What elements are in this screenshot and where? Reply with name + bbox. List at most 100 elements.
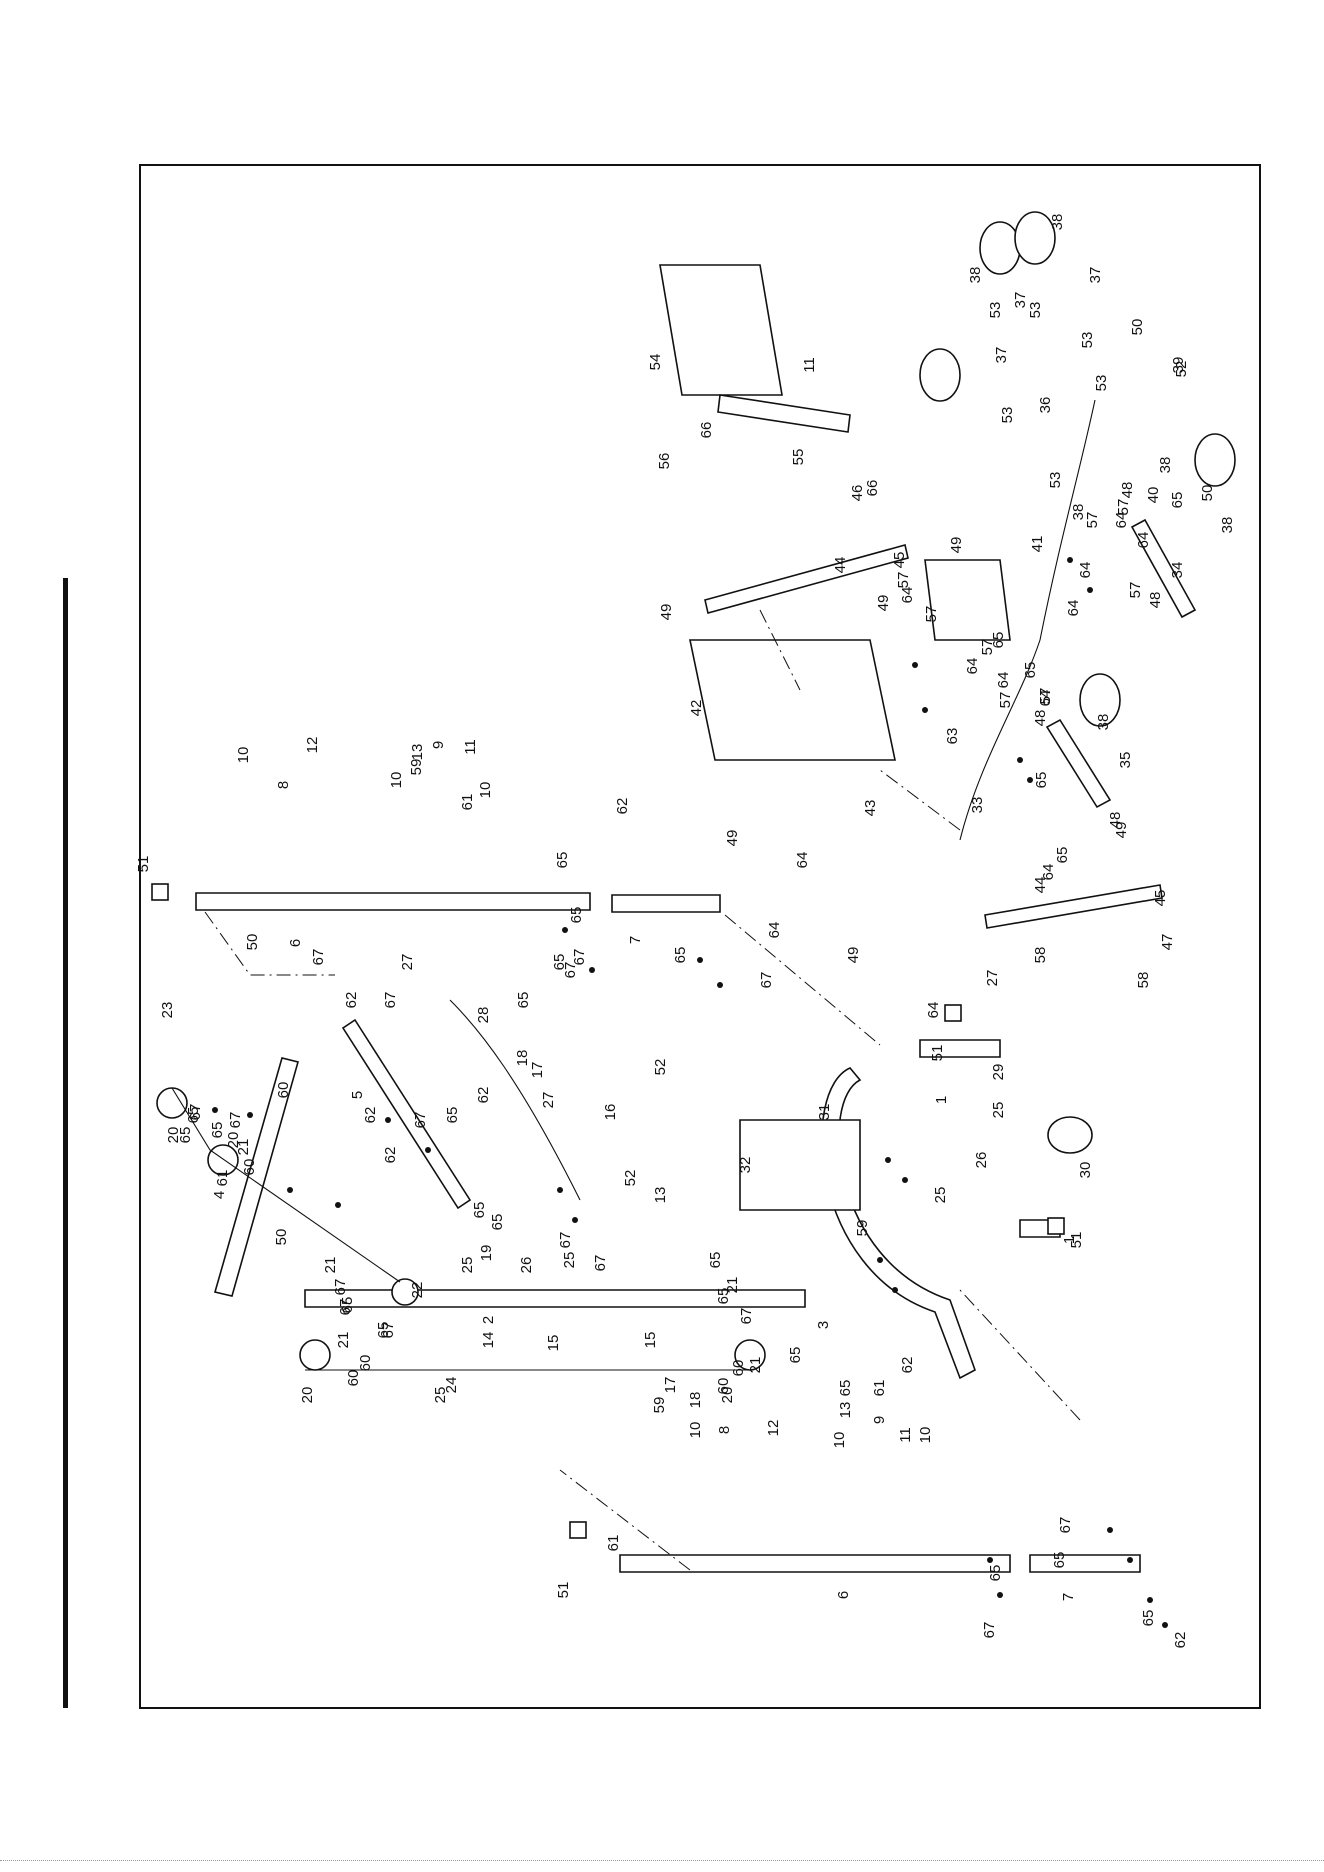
callout-64: 64 [1113, 512, 1130, 529]
callout-61: 61 [214, 1170, 231, 1187]
callout-62: 62 [362, 1107, 379, 1124]
callout-67: 67 [557, 1232, 574, 1249]
callout-25: 25 [432, 1387, 449, 1404]
callout-64: 64 [1135, 532, 1152, 549]
post-55 [717, 394, 851, 433]
callout-32: 32 [737, 1157, 754, 1174]
callout-55: 55 [790, 449, 807, 466]
callout-50: 50 [1129, 319, 1146, 336]
roller-38-c [919, 348, 961, 402]
callout-43: 43 [862, 800, 879, 817]
roller-38-a [979, 221, 1021, 275]
callout-65: 65 [1140, 1610, 1157, 1627]
parts-line-art [151, 211, 1236, 1628]
callout-20: 20 [225, 1132, 242, 1149]
end-cap-51-d [1047, 1217, 1065, 1235]
curl-bar-28 [449, 999, 581, 1201]
callout-13: 13 [652, 1187, 669, 1204]
callout-52: 52 [1173, 361, 1190, 378]
callout-64: 64 [1077, 562, 1094, 579]
callout-21: 21 [747, 1357, 764, 1374]
roller-38-b [1014, 211, 1056, 265]
hardware-dots [212, 557, 1168, 1628]
callout-9: 9 [871, 1416, 888, 1424]
callout-62: 62 [614, 798, 631, 815]
pulley-20-b [207, 1144, 239, 1176]
cable-23 [171, 1087, 401, 1283]
callout-48: 48 [1119, 482, 1136, 499]
callout-10: 10 [831, 1432, 848, 1449]
callout-50: 50 [244, 934, 261, 951]
callout-64: 64 [794, 852, 811, 869]
plate-32 [739, 1119, 861, 1211]
callout-15: 15 [642, 1332, 659, 1349]
callout-24: 24 [443, 1377, 460, 1394]
callout-36: 36 [1037, 397, 1054, 414]
callout-45: 45 [1152, 890, 1169, 907]
callout-38: 38 [1219, 517, 1236, 534]
end-cap-51-a [151, 883, 169, 901]
callout-51: 51 [555, 1582, 572, 1599]
callout-33: 33 [969, 797, 986, 814]
callout-61: 61 [605, 1535, 622, 1552]
callout-51: 51 [929, 1045, 946, 1062]
end-cap-51-b [569, 1521, 587, 1539]
callout-60: 60 [357, 1355, 374, 1372]
callout-8: 8 [275, 781, 292, 789]
callout-65: 65 [515, 992, 532, 1009]
callout-53: 53 [987, 302, 1004, 319]
callout-48: 48 [1107, 812, 1124, 829]
callout-65: 65 [1022, 662, 1039, 679]
callout-57: 57 [1084, 512, 1101, 529]
callout-49: 49 [948, 537, 965, 554]
callout-10: 10 [917, 1427, 934, 1444]
callout-65: 65 [568, 907, 585, 924]
callout-18: 18 [687, 1392, 704, 1409]
callout-65: 65 [1054, 847, 1071, 864]
assembly-line-a [204, 911, 335, 976]
margin-bar [63, 578, 68, 1708]
callout-65: 65 [987, 1565, 1004, 1582]
callout-58: 58 [1032, 947, 1049, 964]
callout-67: 67 [738, 1308, 755, 1325]
callout-6: 6 [835, 1591, 852, 1599]
callout-64: 64 [925, 1002, 942, 1019]
callout-5: 5 [349, 1091, 366, 1099]
back-pad-54 [659, 264, 783, 396]
callout-26: 26 [518, 1257, 535, 1274]
callout-67: 67 [382, 992, 399, 1009]
callout-67: 67 [1057, 1517, 1074, 1534]
callout-17: 17 [529, 1062, 546, 1079]
callout-15: 15 [545, 1335, 562, 1352]
curved-base-3 [821, 1067, 976, 1380]
callout-64: 64 [995, 672, 1012, 689]
callout-67: 67 [758, 972, 775, 989]
callout-40: 40 [1145, 487, 1162, 504]
callout-65: 65 [444, 1107, 461, 1124]
callout-63: 63 [944, 728, 961, 745]
callout-67: 67 [187, 1104, 204, 1121]
roller-38-d [1194, 433, 1236, 487]
callout-42: 42 [688, 700, 705, 717]
callout-57: 57 [997, 692, 1014, 709]
assembly-line-f [879, 769, 961, 831]
callout-38: 38 [1070, 504, 1087, 521]
callout-3: 3 [815, 1321, 832, 1329]
callout-62: 62 [382, 1147, 399, 1164]
tube-34 [1130, 518, 1197, 619]
callout-52: 52 [622, 1170, 639, 1187]
assembly-line-c [559, 1469, 691, 1571]
callout-62: 62 [343, 992, 360, 1009]
frame-rail-2 [304, 1289, 806, 1308]
frame-rail-4 [213, 1057, 299, 1297]
callout-13: 13 [409, 744, 426, 761]
callout-65: 65 [787, 1347, 804, 1364]
callout-25: 25 [990, 1102, 1007, 1119]
callout-9: 9 [430, 741, 447, 749]
end-cap-51-c [944, 1004, 962, 1022]
callout-53: 53 [1047, 472, 1064, 489]
callout-67: 67 [592, 1255, 609, 1272]
callout-64: 64 [1065, 600, 1082, 617]
callout-64: 64 [964, 658, 981, 675]
